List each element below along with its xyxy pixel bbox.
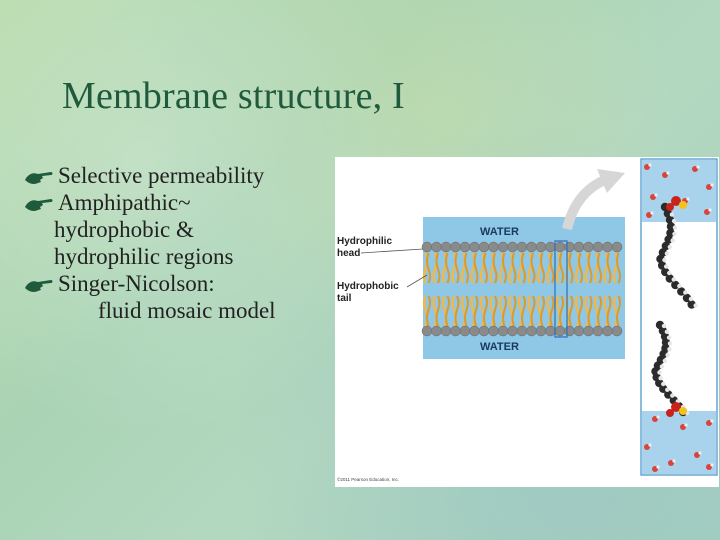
zoom-arrow <box>562 174 610 231</box>
bullet-list: Selective permeability Amphipathic~ hydr… <box>24 162 276 324</box>
panel-water-top <box>642 160 716 222</box>
water-top-label: WATER <box>480 226 519 238</box>
bullet-text: Selective permeability <box>58 163 265 188</box>
bullet-item: Selective permeability <box>24 162 276 189</box>
membrane-diagram: WATER WATER Hydrophilic head Hydrophobic… <box>337 158 718 482</box>
bullet-item: Amphipathic~ <box>24 189 276 216</box>
head-label: head <box>337 248 360 259</box>
bullet-text: Singer-Nicolson: <box>58 271 215 296</box>
phospholipid-molecules <box>644 163 714 472</box>
tail-label: tail <box>337 293 352 304</box>
bullet-item: Singer-Nicolson: <box>24 270 276 297</box>
bullet-continuation: hydrophobic & <box>54 217 194 242</box>
bullet-text: Amphipathic~ <box>58 190 191 215</box>
bullet-continuation: fluid mosaic model <box>98 298 276 323</box>
bullet-hand-icon <box>25 280 53 292</box>
membrane-figure: WATER WATER Hydrophilic head Hydrophobic… <box>335 157 719 487</box>
selection-box <box>554 240 568 338</box>
lipid-bilayer <box>421 241 623 337</box>
bullet-hand-icon <box>25 172 53 184</box>
arrow-head-icon <box>597 169 625 193</box>
water-bottom-label: WATER <box>480 341 519 353</box>
water-region <box>423 217 625 359</box>
bullet-continuation: hydrophilic regions <box>54 244 234 269</box>
hydrophobic-label: Hydrophobic <box>337 281 399 292</box>
copyright-text: ©2011 Pearson Education, Inc. <box>337 476 399 482</box>
slide-title: Membrane structure, I <box>62 75 405 117</box>
hydrophilic-label: Hydrophilic <box>337 236 392 247</box>
bullet-hand-icon <box>25 199 53 211</box>
